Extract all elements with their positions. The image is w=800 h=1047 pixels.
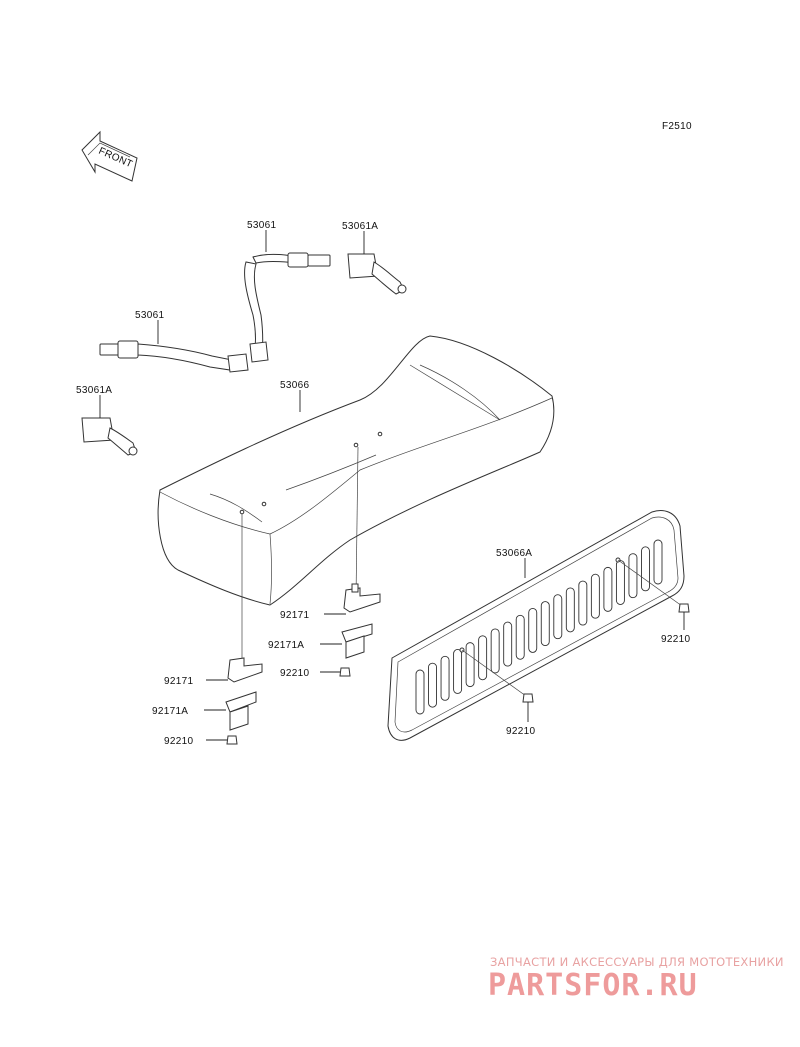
bracket-right-a: [341, 623, 373, 659]
seat-back-slot: [653, 539, 663, 585]
seat-back-panel: [387, 510, 685, 741]
watermark-logo: PARTSFOR.RU: [488, 968, 698, 1003]
label-53061-top: 53061: [247, 220, 276, 231]
seat-belt-upper: [244, 252, 331, 363]
label-92171-right: 92171: [280, 610, 309, 621]
label-92210-right: 92210: [280, 668, 309, 679]
guide-back-right: [617, 559, 683, 607]
bracket-left: [227, 657, 263, 683]
label-92210-left: 92210: [164, 736, 193, 747]
seat-back-slot: [565, 587, 575, 633]
guide-back-center: [461, 649, 527, 697]
seat-back-slot: [503, 621, 513, 667]
seat-back-slots: [415, 539, 663, 715]
nut-right: [339, 667, 351, 677]
label-92210-back-right: 92210: [661, 634, 690, 645]
seat-back-slot: [515, 614, 525, 660]
figure-id: F2510: [662, 121, 692, 132]
seat-back-slot: [528, 607, 538, 653]
bracket-right: [343, 583, 381, 613]
seat-back-slot: [578, 580, 588, 626]
nut-back-right: [678, 603, 690, 613]
label-53061-left: 53061: [135, 310, 164, 321]
label-53066a: 53066A: [496, 548, 532, 559]
label-92171a-right: 92171A: [268, 640, 304, 651]
seat-back-slot: [490, 628, 500, 674]
seat-cushion: [157, 335, 555, 606]
label-92210-back-center: 92210: [506, 726, 535, 737]
label-53061a-top: 53061A: [342, 221, 378, 232]
seat-back-slot: [603, 566, 613, 612]
seat-back-slot: [428, 662, 437, 708]
buckle-left: [81, 417, 138, 456]
bracket-left-a: [225, 691, 257, 731]
seat-belt-left: [99, 340, 249, 373]
label-53066: 53066: [280, 380, 309, 391]
label-92171a-left: 92171A: [152, 706, 188, 717]
guide-right: [355, 446, 359, 599]
seat-back-slot: [615, 560, 625, 605]
seat-back-slot: [540, 601, 550, 647]
label-92171-left: 92171: [164, 676, 193, 687]
nut-back-center: [522, 693, 534, 703]
seat-back-slot: [590, 573, 600, 619]
seat-back-slot: [440, 655, 450, 701]
buckle-right: [347, 253, 407, 295]
watermark-line1: ЗАПЧАСТИ И АКСЕССУАРЫ ДЛЯ МОТОТЕХНИКИ: [490, 955, 784, 969]
seat-back-slot: [641, 546, 650, 592]
seat-back-slot: [465, 642, 475, 688]
seat-back-slot: [553, 594, 563, 640]
front-arrow-icon: FRONT: [81, 130, 138, 182]
label-53061a-left: 53061A: [76, 385, 112, 396]
seat-back-slot: [628, 553, 638, 599]
seat-back-slot: [453, 649, 463, 694]
nut-left: [226, 735, 238, 745]
seat-back-slot: [478, 635, 488, 681]
seat-back-slot: [415, 669, 425, 715]
